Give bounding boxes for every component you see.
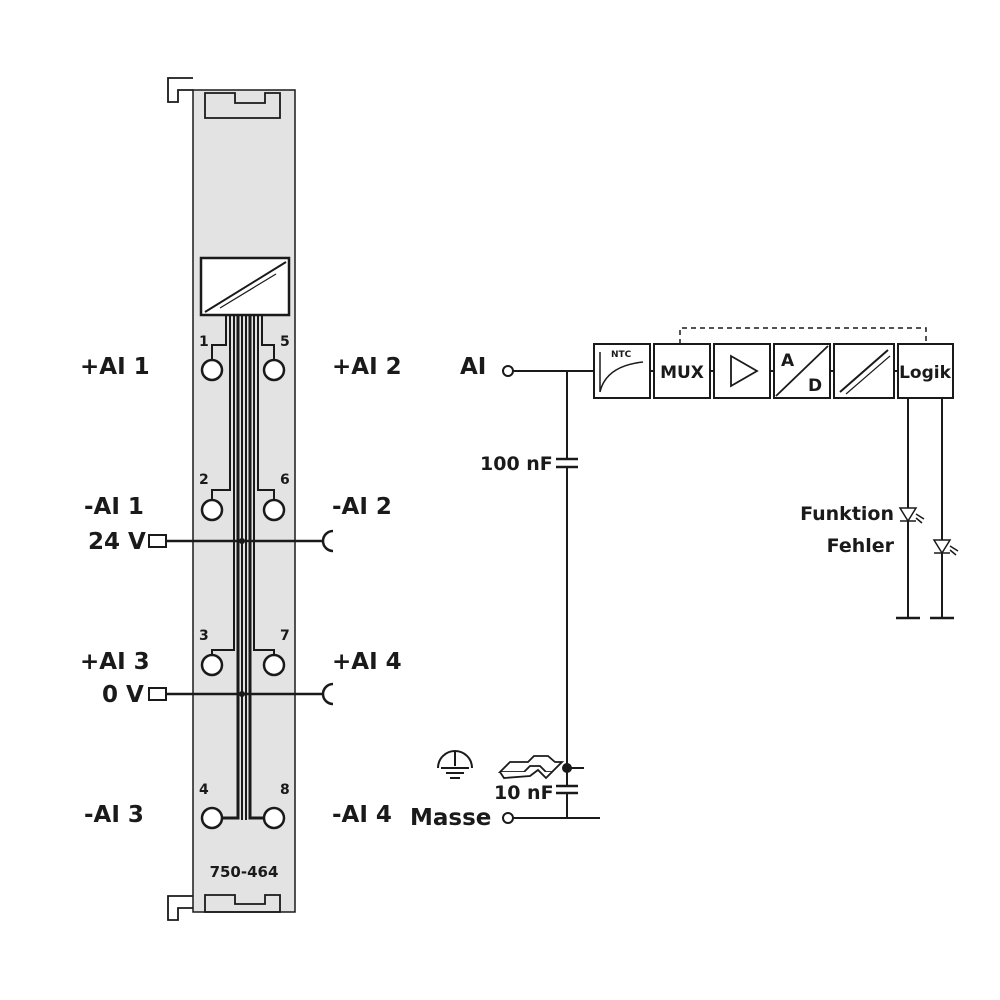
amplifier-icon — [730, 354, 759, 388]
cap-top-label: 100 nF — [480, 453, 553, 475]
circuit-schematic: AI 100 nF 10 nF Masse — [410, 327, 959, 831]
terminal-number-5: 5 — [280, 334, 290, 350]
power-rail-24v — [148, 529, 334, 553]
terminal-1 — [200, 358, 224, 382]
terminal-numbers: 1 2 3 4 5 6 7 8 — [199, 334, 290, 798]
label-plus-ai3: +AI 3 — [80, 649, 150, 675]
led-funktion-label: Funktion — [800, 503, 894, 525]
adc-d-label: D — [808, 376, 822, 396]
terminal-number-4: 4 — [199, 782, 209, 798]
input-label: AI — [460, 354, 486, 380]
din-rail-icon — [497, 755, 565, 780]
bottom-notch — [204, 894, 281, 913]
terminal-number-3: 3 — [199, 628, 209, 644]
power-rail-0v — [148, 682, 334, 706]
control-line — [679, 327, 927, 344]
adc-a-label: A — [781, 351, 795, 371]
isolator-block — [833, 343, 895, 399]
ntc-label: NTC — [611, 350, 632, 360]
terminal-5 — [262, 358, 286, 382]
cap-bottom-label: 10 nF — [494, 782, 554, 804]
label-minus-ai4: -AI 4 — [332, 802, 392, 828]
label-plus-ai2: +AI 2 — [332, 354, 402, 380]
mux-label: MUX — [660, 363, 704, 383]
label-minus-ai2: -AI 2 — [332, 494, 392, 520]
ground-symbol-icon — [437, 750, 473, 779]
terminal-number-7: 7 — [280, 628, 290, 644]
terminal-6 — [262, 498, 286, 522]
part-number: 750-464 — [210, 863, 279, 881]
converter-block — [199, 256, 291, 317]
mux-block: MUX — [653, 343, 711, 399]
ntc-block: NTC — [593, 343, 651, 399]
top-latch — [167, 77, 193, 103]
module-side-labels: +AI 1 -AI 1 24 V +AI 3 0 V -AI 3 +AI 2 -… — [80, 354, 402, 828]
terminal-number-8: 8 — [280, 782, 290, 798]
top-notch — [204, 92, 281, 119]
bottom-latch — [167, 895, 193, 921]
label-24v: 24 V — [88, 529, 146, 555]
internal-traces — [211, 315, 275, 820]
label-minus-ai3: -AI 3 — [84, 802, 144, 828]
led-icon — [898, 507, 925, 524]
terminal-8 — [262, 806, 286, 830]
label-plus-ai4: +AI 4 — [332, 649, 402, 675]
adc-block: A D — [773, 343, 831, 399]
terminals — [200, 358, 286, 830]
amplifier-block — [713, 343, 771, 399]
label-0v: 0 V — [102, 682, 144, 708]
ground-label: Masse — [410, 805, 491, 831]
terminal-2 — [200, 498, 224, 522]
terminal-number-2: 2 — [199, 472, 209, 488]
label-plus-ai1: +AI 1 — [80, 354, 150, 380]
led-fehler-label: Fehler — [827, 535, 895, 557]
terminal-3 — [200, 653, 224, 677]
terminal-7 — [262, 653, 286, 677]
logic-block: Logik — [897, 343, 954, 399]
logic-label: Logik — [899, 363, 952, 383]
terminal-number-6: 6 — [280, 472, 290, 488]
terminal-number-1: 1 — [199, 334, 209, 350]
label-minus-ai1: -AI 1 — [84, 494, 144, 520]
terminal-4 — [200, 806, 224, 830]
led-icon — [932, 539, 959, 556]
